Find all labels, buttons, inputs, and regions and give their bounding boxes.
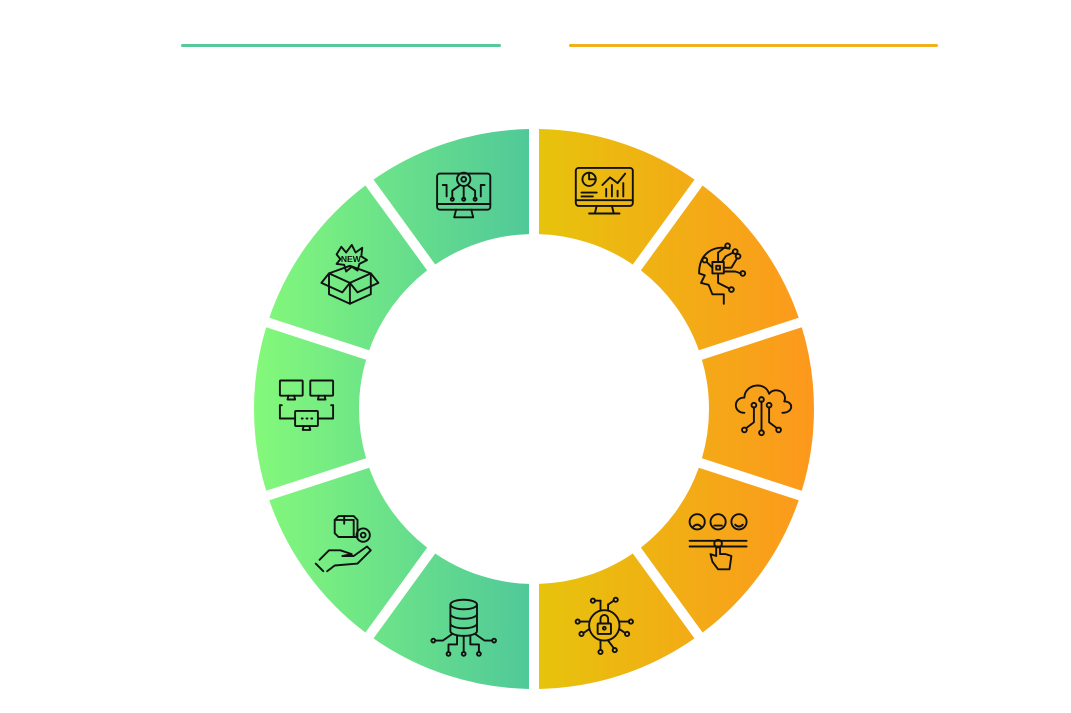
ring-segment-cloud-network xyxy=(701,327,814,491)
ai-head-circuit-icon xyxy=(698,242,747,305)
ring-segment-monitor-settings-network xyxy=(373,129,530,265)
hand-box-gear-icon xyxy=(314,515,372,573)
database-network-icon xyxy=(430,598,497,657)
new-box-icon: NEW xyxy=(320,243,380,305)
ring-segment-cyber-security-lock xyxy=(538,553,695,689)
security-lock-circuit-icon xyxy=(574,596,634,656)
ring-segment-product-delivery-hand xyxy=(269,467,428,633)
ring-segment-new-product-box xyxy=(269,185,428,351)
network-computers-icon xyxy=(278,379,335,431)
svg-text:NEW: NEW xyxy=(341,254,362,264)
left-accent-line xyxy=(181,44,501,47)
monitor-analytics-icon xyxy=(574,166,634,215)
ring-segment-connected-computers xyxy=(254,327,367,491)
cloud-network-icon xyxy=(734,384,793,437)
monitor-gear-network-icon xyxy=(436,171,492,219)
feedback-rating-icon xyxy=(688,513,748,571)
right-accent-line xyxy=(569,44,938,47)
